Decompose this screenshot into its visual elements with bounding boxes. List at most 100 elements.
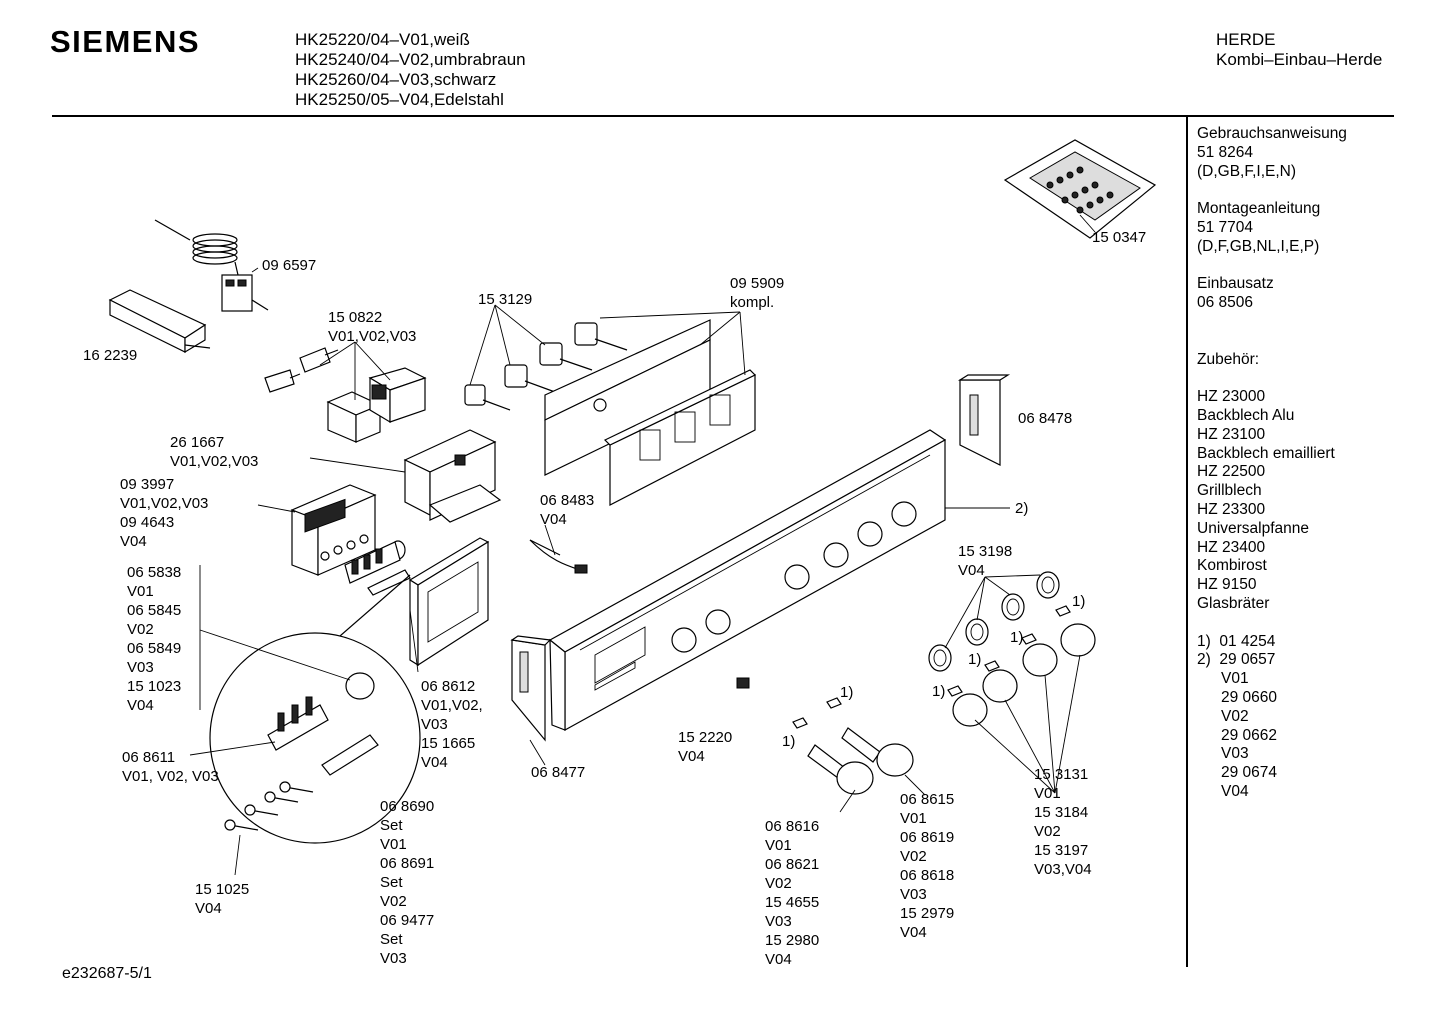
manual-block: Gebrauchsanweisung 51 8264 (D,GB,F,I,E,N…: [1197, 125, 1347, 181]
install-number: 51 7704: [1197, 218, 1254, 236]
lamp-housing-part: [326, 367, 427, 443]
note-2-line: 29 0660: [1221, 688, 1278, 706]
switch-frame-part: [403, 429, 502, 523]
part-variant: V03,V04: [1034, 861, 1092, 878]
manual-title: Gebrauchsanweisung: [1197, 125, 1347, 142]
accessory-name: Kombirost: [1197, 557, 1267, 575]
part-variant: V01,V02,: [421, 697, 483, 714]
accessories-list: HZ 23000 Backblech Alu HZ 23100 Backblec…: [1197, 388, 1347, 614]
accessory-code: HZ 23300: [1197, 500, 1266, 518]
part-number: 15 2980: [765, 932, 820, 949]
part-variant: V02: [127, 621, 154, 638]
part-label: 15 2220 V04: [678, 728, 732, 766]
footnote-marker: 1): [1010, 629, 1024, 646]
kit-block: Einbausatz 06 8506: [1197, 275, 1347, 313]
part-number: 06 8618: [900, 867, 955, 884]
part-variant: V01, V02, V03: [122, 768, 219, 785]
detail-magnifier: [209, 574, 421, 844]
notes-block: 1) 01 4254 2) 29 0657 V01 29 0660 V02 29…: [1197, 633, 1347, 802]
part-variant: V03: [765, 913, 792, 930]
part-label: 06 8611 V01, V02, V03: [122, 748, 219, 786]
switch-rail-part: [544, 319, 757, 506]
install-langs: (D,F,GB,NL,I,E,P): [1197, 237, 1320, 255]
kit-title: Einbausatz: [1197, 275, 1274, 293]
display-frame-part: [408, 537, 490, 667]
part-number: 15 0822: [328, 309, 383, 326]
part-label: 06 8478: [1018, 410, 1073, 427]
note-2-line: V02: [1221, 707, 1249, 725]
screw-part: [224, 781, 314, 831]
note-2-line: V01: [1221, 670, 1249, 688]
part-variant: V02: [765, 875, 792, 892]
footnote-marker: 1): [840, 684, 854, 701]
part-number: 06 8619: [900, 829, 955, 846]
note-1: 1) 01 4254: [1197, 632, 1276, 650]
part-variant: V04: [765, 951, 792, 968]
part-number: 06 8691: [380, 855, 435, 872]
part-number: 15 2979: [900, 905, 955, 922]
part-variant: V03: [900, 886, 927, 903]
model-line: HK25250/05–V04,Edelstahl: [295, 90, 504, 109]
sidebar-divider: [1186, 117, 1188, 967]
footnote-marker: 1): [782, 733, 796, 750]
model-line: HK25220/04–V01,weiß: [295, 30, 470, 49]
note-2-line: 29 0662: [1221, 726, 1278, 744]
part-variant: V02: [1034, 823, 1061, 840]
accessory-name: Grillblech: [1197, 482, 1262, 500]
left-bracket-part: [510, 635, 552, 742]
footnote-marker: 1): [1072, 593, 1086, 610]
part-label: 06 8477: [531, 764, 586, 781]
accessory-code: HZ 22500: [1197, 463, 1266, 481]
part-label: 15 0347: [1092, 229, 1147, 246]
part-variant: V04: [120, 533, 147, 550]
part-label: 06 5838 V01 06 5845 V02 06 5849 V03 15 1…: [127, 563, 181, 715]
part-variant: V04: [900, 924, 927, 941]
leader-lines: [189, 214, 1096, 876]
part-label: 06 8615 V01 06 8619 V02 06 8618 V03 15 2…: [900, 790, 954, 942]
part-variant: V04: [540, 511, 567, 528]
part-variant: V01: [765, 837, 792, 854]
part-number: 06 5845: [127, 602, 182, 619]
sidebar: Gebrauchsanweisung 51 8264 (D,GB,F,I,E,N…: [1197, 125, 1347, 802]
part-variant: V01: [380, 836, 407, 853]
part-number: 06 8615: [900, 791, 955, 808]
part-label: 06 8483 V04: [540, 491, 594, 529]
part-variant: V03: [421, 716, 448, 733]
part-number: 06 8616: [765, 818, 820, 835]
part-variant: V01,V02,V03: [328, 328, 417, 345]
accessory-code: HZ 23000: [1197, 388, 1266, 406]
part-label: 09 6597: [262, 257, 317, 274]
footnote-marker: 1): [968, 651, 982, 668]
part-label: 09 3997 V01,V02,V03 09 4643 V04: [120, 475, 208, 551]
accessory-code: HZ 23100: [1197, 425, 1266, 443]
part-variant: V03: [127, 659, 154, 676]
part-number: 15 1665: [421, 735, 476, 752]
part-variant: V02: [380, 893, 407, 910]
part-label: 15 0822 V01,V02,V03: [328, 308, 416, 346]
part-variant: V04: [678, 748, 705, 765]
accessory-code: HZ 9150: [1197, 576, 1257, 594]
part-label: 15 3131 V01 15 3184 V02 15 3197 V03,V04: [1034, 765, 1092, 879]
accessories-title: Zubehör:: [1197, 350, 1260, 368]
footnote-marker: 1): [932, 683, 946, 700]
screw-bag-part: [1003, 139, 1157, 239]
part-label: 06 8612 V01,V02, V03 15 1665 V04: [421, 677, 483, 772]
part-variant: V01: [900, 810, 927, 827]
note-2-line: V03: [1221, 745, 1249, 763]
lamp-part: [264, 347, 339, 393]
part-label: 15 1025 V04: [195, 880, 249, 918]
part-number: 06 8611: [122, 749, 176, 766]
part-number: 06 8690: [380, 798, 435, 815]
knob-part: [952, 623, 1096, 727]
part-variant: Set: [380, 931, 403, 948]
part-label: 26 1667 V01,V02,V03: [170, 433, 258, 471]
category-subtitle: Kombi–Einbau–Herde: [1216, 50, 1383, 69]
clip-part: [736, 677, 750, 689]
part-label: 06 8690 Set V01 06 8691 Set V02 06 9477 …: [380, 797, 434, 968]
part-variant: V04: [127, 697, 154, 714]
document-id: e232687-5/1: [62, 965, 152, 982]
part-variant: Set: [380, 874, 403, 891]
part-number: 06 5849: [127, 640, 182, 657]
part-variant: V04: [958, 562, 985, 579]
part-number: 15 3131: [1034, 766, 1089, 783]
